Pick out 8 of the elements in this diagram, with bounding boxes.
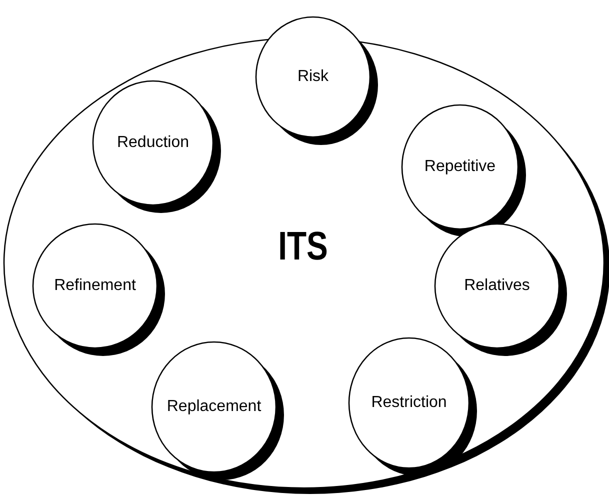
ellipse-label: Reduction xyxy=(116,134,190,152)
ellipse-label: Relatives xyxy=(464,277,530,295)
center-title: ITS xyxy=(278,224,328,270)
ellipse-label: Risk xyxy=(297,68,329,86)
ellipse-label: Restriction xyxy=(371,394,447,412)
ellipse-label: Refinement xyxy=(54,277,136,295)
ellipse-label: Replacement xyxy=(166,398,262,416)
ellipse-label: Repetitive xyxy=(424,158,496,176)
